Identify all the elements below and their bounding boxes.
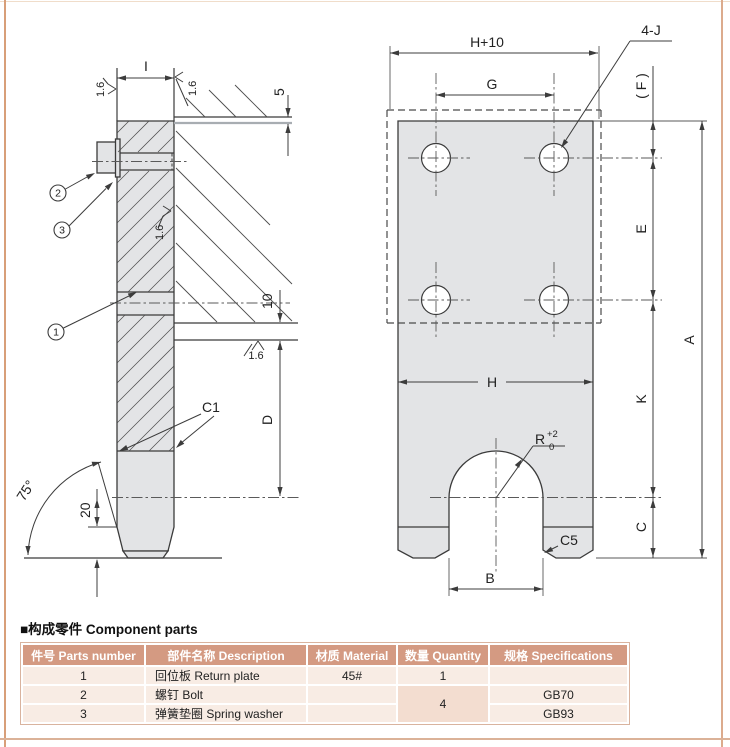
dim-label-I: I	[144, 58, 148, 74]
col-header-parts-number: 件号 Parts number	[23, 645, 144, 665]
phantom-plate	[386, 109, 602, 324]
col-header-description: 部件名称 Description	[146, 645, 306, 665]
svg-text:1.6: 1.6	[187, 81, 199, 96]
dim-label-G: G	[487, 76, 498, 92]
cell-spec	[490, 667, 627, 684]
dim-label-K: K	[633, 394, 649, 404]
dim-label-75deg: 75°	[13, 477, 38, 503]
side-view: I 5 10 D 20	[13, 58, 300, 597]
cell-desc: 螺钉 Bolt	[146, 686, 306, 703]
cell-qty-merged: 4	[398, 686, 488, 722]
technical-drawing: I 5 10 D 20	[13, 22, 707, 597]
front-view: H+10 G 4-J ( F ) E K	[386, 22, 707, 596]
cell-no: 1	[23, 667, 144, 684]
cell-material: 45#	[308, 667, 396, 684]
plate-hatching	[116, 120, 175, 452]
mating-plate-hatching	[175, 84, 293, 323]
page-border-top	[0, 1, 730, 2]
front-plate-outline	[397, 120, 594, 559]
dim-label-F: ( F )	[633, 73, 649, 99]
component-parts-table-wrap: 件号 Parts number 部件名称 Description 材质 Mate…	[20, 642, 630, 725]
side-plate-bottom-strip	[121, 550, 170, 559]
side-plate-outline	[116, 120, 175, 552]
dim-label-20: 20	[77, 502, 93, 518]
hole-callout-4j: 4-J	[641, 22, 660, 38]
svg-text:0: 0	[549, 442, 554, 453]
page-border-left	[4, 0, 6, 747]
chamfer-c5-label: C5	[560, 532, 578, 548]
page-border-bottom	[0, 738, 730, 740]
cell-material	[308, 686, 396, 703]
balloon-3: 3	[53, 182, 113, 239]
svg-text:R: R	[535, 431, 545, 447]
table-title: ■构成零件 Component parts	[20, 622, 198, 637]
dim-label-D: D	[259, 415, 275, 425]
roughness-mark-left: 1.6	[95, 77, 117, 97]
cell-desc: 弹簧垫圈 Spring washer	[146, 705, 306, 722]
balloon-2: 2	[49, 173, 95, 202]
component-parts-table: 件号 Parts number 部件名称 Description 材质 Mate…	[21, 643, 629, 724]
col-header-quantity: 数量 Quantity	[398, 645, 488, 665]
svg-text:1.6: 1.6	[248, 350, 263, 362]
dim-label-5: 5	[271, 88, 287, 96]
dim-label-B: B	[485, 570, 494, 586]
svg-text:2: 2	[55, 188, 61, 200]
cell-spec: GB70	[490, 686, 627, 703]
cell-qty: 1	[398, 667, 488, 684]
bolt-head	[96, 141, 117, 174]
svg-text:1: 1	[53, 327, 59, 339]
col-header-specifications: 规格 Specifications	[490, 645, 627, 665]
table-row: 1 回位板 Return plate 45# 1	[23, 667, 627, 684]
cell-no: 3	[23, 705, 144, 722]
dim-label-H: H	[487, 374, 497, 390]
roughness-mark-bottom: 1.6	[243, 340, 265, 362]
roughness-mark-right-top: 1.6	[174, 71, 199, 107]
cell-no: 2	[23, 686, 144, 703]
spring-washer	[114, 138, 121, 178]
dim-label-E: E	[633, 224, 649, 233]
roughness-mark-inner: 1.6	[154, 205, 172, 240]
dim-label-10: 10	[259, 293, 275, 309]
cell-desc: 回位板 Return plate	[146, 667, 306, 684]
dim-label-h-plus-10: H+10	[470, 34, 504, 50]
svg-text:1.6: 1.6	[154, 225, 166, 240]
cell-material	[308, 705, 396, 722]
svg-text:1.6: 1.6	[95, 82, 107, 97]
cell-spec: GB93	[490, 705, 627, 722]
table-row: 3 弹簧垫圈 Spring washer GB93	[23, 705, 627, 722]
dim-label-A: A	[681, 335, 697, 345]
radius-callout: R +2 0	[535, 429, 558, 453]
col-header-material: 材质 Material	[308, 645, 396, 665]
balloon-1: 1	[47, 292, 137, 341]
chamfer-c1-label: C1	[202, 399, 220, 415]
svg-text:3: 3	[59, 225, 65, 237]
table-row: 2 螺钉 Bolt 4 GB70	[23, 686, 627, 722]
page-border-right	[721, 0, 723, 747]
dim-label-C: C	[633, 522, 649, 532]
svg-text:+2: +2	[547, 429, 558, 440]
